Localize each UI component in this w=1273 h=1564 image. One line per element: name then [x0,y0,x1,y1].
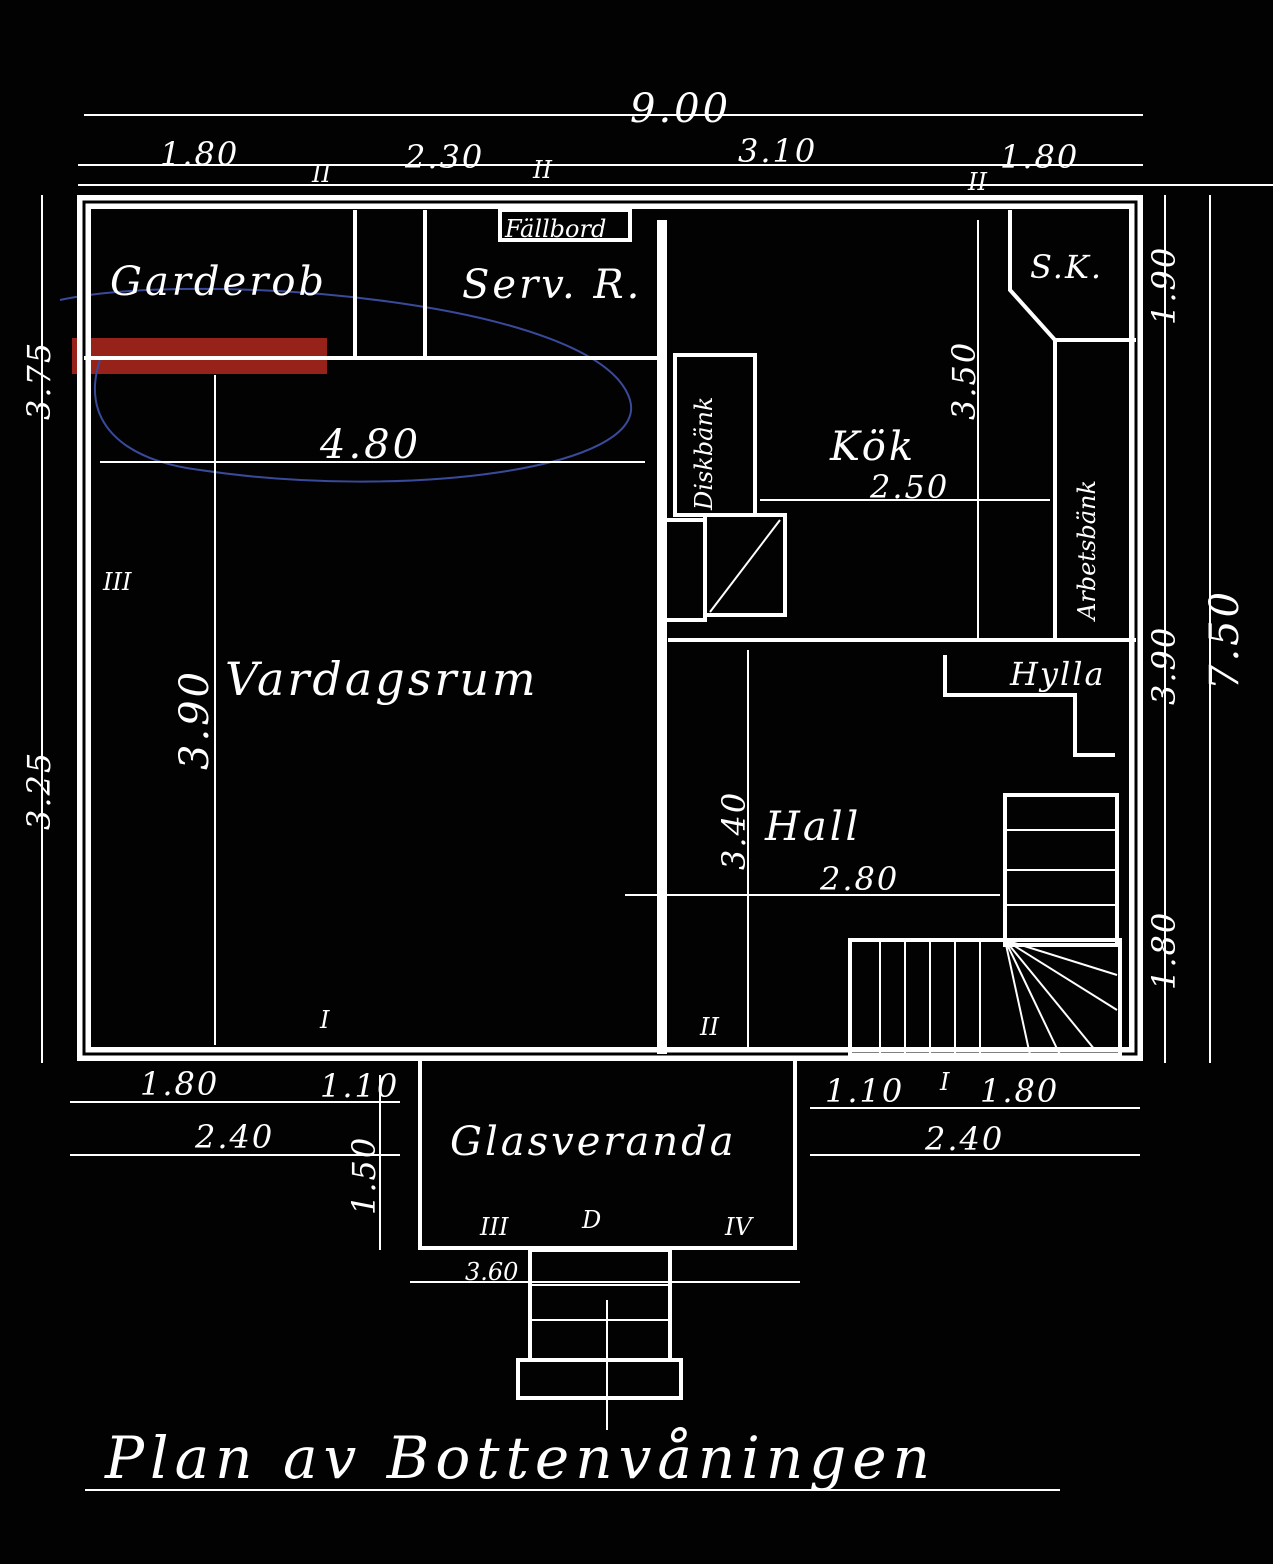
room-label-glasveranda: Glasveranda [450,1119,737,1165]
dim-right-3: 1.80 [1145,911,1183,990]
dim-bottom-left-2: 1.10 [320,1067,399,1105]
window-mark: III [479,1213,509,1241]
dim-bottom-right-3: 2.40 [924,1120,1004,1158]
room-label-serv: Serv. R. [462,262,642,308]
dim-bottom-right-1: 1.10 [825,1072,904,1110]
plan-title: Plan av Bottenvåningen [104,1424,936,1492]
dim-left-1: 3.75 [20,341,58,420]
window-mark: IV [724,1213,754,1241]
outer-walls [77,195,1143,1061]
sk-label: S.K. [1030,248,1103,286]
diskbank-label: Diskbänk [690,397,718,511]
veranda [418,1056,797,1430]
room-label-vardagsrum: Vardagsrum [225,652,539,706]
dim-hall-depth: 3.40 [715,791,753,870]
dim-vardagsrum-depth: 3.90 [172,669,218,770]
hylla-label: Hylla [1009,655,1106,693]
dim-right-1: 1.90 [1145,246,1183,325]
window-mark: D [581,1206,601,1234]
window-mark: I [939,1068,950,1096]
staircase [848,793,1122,1057]
dim-vardagsrum-width: 4.80 [319,422,421,468]
dim-top-1: 1.80 [160,135,239,173]
dim-top-3: 3.10 [738,132,817,170]
window-mark: II [311,160,331,188]
room-label-hall: Hall [764,804,861,850]
dim-bottom-left-3: 2.40 [194,1118,274,1156]
dim-veranda-width: 3.60 [465,1258,518,1286]
dim-top-4: 1.80 [1000,138,1079,176]
dim-veranda-depth: 1.50 [345,1136,383,1215]
dim-left-2: 3.25 [20,751,58,830]
room-label-garderob: Garderob [110,259,327,305]
fallbord-label: Fällbord [504,215,606,243]
window-mark: II [532,156,552,184]
window-mark: I [319,1006,330,1034]
dim-total-depth: 7.50 [1202,589,1248,690]
dim-bottom-right-2: 1.80 [980,1072,1059,1110]
window-mark: II [967,168,987,196]
dimension-lines [41,114,1273,1491]
dim-hall-width: 2.80 [819,860,899,898]
window-mark: III [102,568,132,596]
dim-total-width: 9.00 [630,86,731,132]
dim-kok-width: 2.50 [869,468,949,506]
pencil-ellipse [59,287,633,483]
dim-top-2: 2.30 [404,138,484,176]
dim-bottom-left-1: 1.80 [140,1065,219,1103]
dim-kok-depth: 3.50 [945,341,983,420]
dim-right-2: 3.90 [1145,626,1183,705]
arbetsbank-label: Arbetsbänk [1073,480,1101,622]
window-mark: II [699,1013,719,1041]
interior-walls [84,208,1136,1054]
room-label-kok: Kök [829,424,916,470]
